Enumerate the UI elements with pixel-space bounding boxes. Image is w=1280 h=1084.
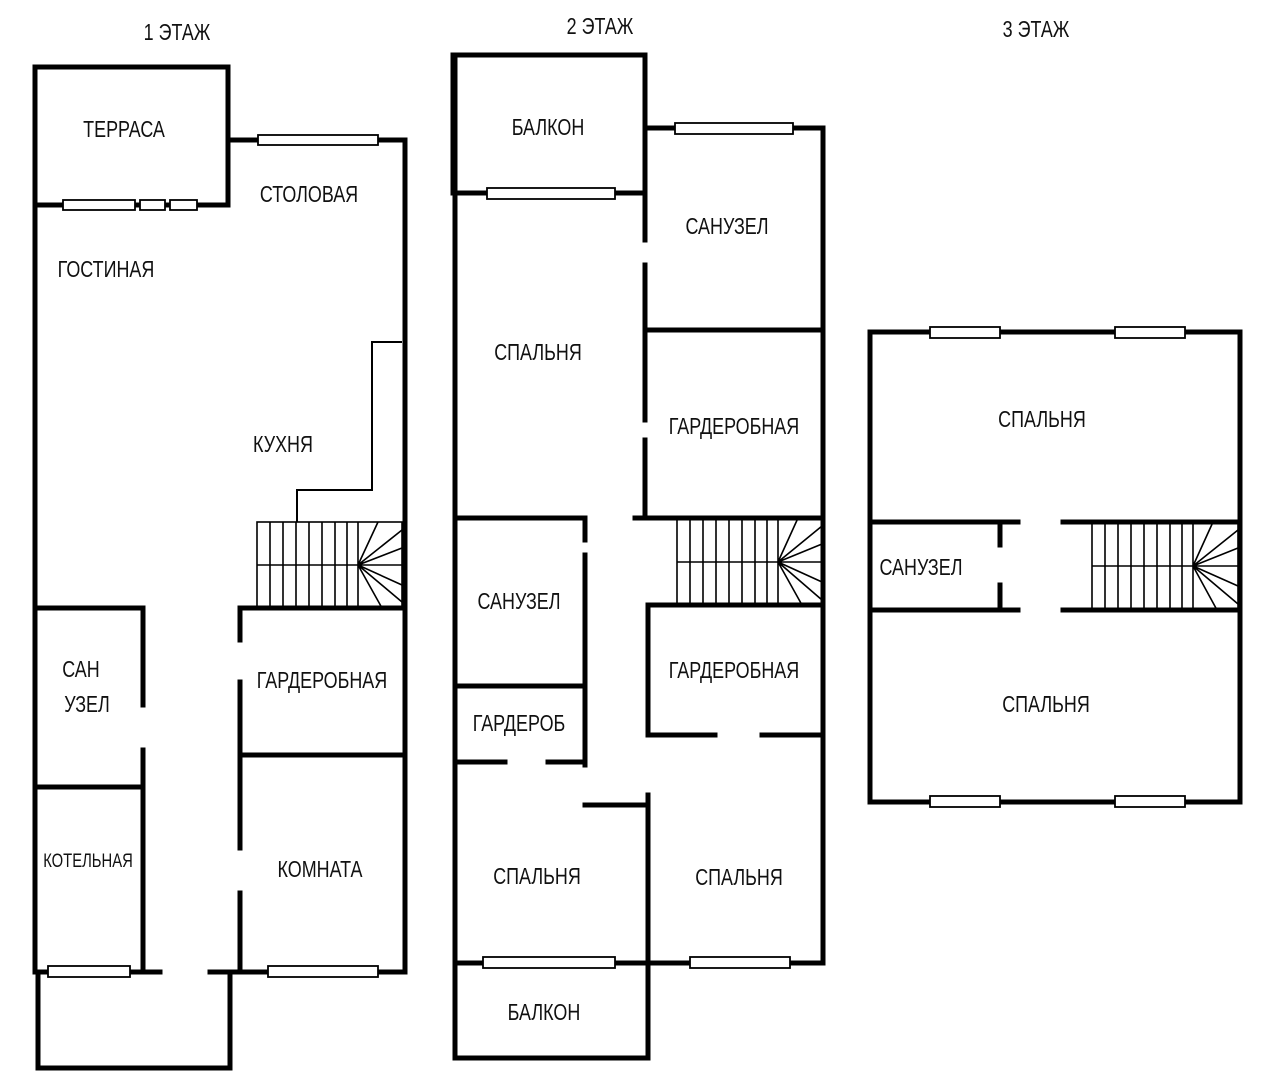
room-label: СПАЛЬНЯ — [1002, 692, 1090, 718]
room-label: БАЛКОН — [508, 1000, 581, 1026]
window — [257, 134, 379, 146]
window — [929, 795, 1001, 808]
room-label: БАЛКОН — [512, 115, 585, 141]
room-label: САНУЗЕЛ — [880, 555, 963, 581]
room-label: СПАЛЬНЯ — [695, 865, 783, 891]
room-label: КОТЕЛЬНАЯ — [43, 850, 133, 871]
room-label: ТЕРРАСА — [83, 117, 165, 143]
room-label: ГАРДЕРОБ — [473, 711, 566, 737]
room-label: СПАЛЬНЯ — [494, 340, 582, 366]
room-label: УЗЕЛ — [64, 692, 110, 718]
floor-3: 3 ЭТАЖ СПАЛЬНЯ САНУЗЕЛ СПАЛЬНЯ — [867, 17, 1243, 808]
room-label: СПАЛЬНЯ — [493, 864, 581, 890]
staircase — [256, 521, 403, 609]
window — [486, 187, 616, 200]
window — [139, 199, 166, 211]
room-label: САН — [62, 657, 99, 683]
room-label: ГОСТИНАЯ — [58, 257, 155, 283]
window — [482, 956, 616, 969]
window — [169, 199, 198, 211]
window — [674, 122, 794, 135]
room-label: САНУЗЕЛ — [478, 589, 561, 615]
room-label: ГАРДЕРОБНАЯ — [669, 658, 799, 684]
window — [1114, 326, 1186, 339]
window — [689, 956, 791, 969]
room-label: СТОЛОВАЯ — [260, 182, 358, 208]
window — [1114, 795, 1186, 808]
staircase — [676, 517, 823, 606]
floor-3-title: 3 ЭТАЖ — [1003, 17, 1070, 43]
room-label: ГАРДЕРОБНАЯ — [669, 414, 799, 440]
room-label: КОМНАТА — [278, 857, 363, 883]
room-label: СПАЛЬНЯ — [998, 407, 1086, 433]
window — [47, 965, 131, 978]
floor-1-title: 1 ЭТАЖ — [144, 20, 211, 46]
room-label: ГАРДЕРОБНАЯ — [257, 668, 387, 694]
floor-2-title: 2 ЭТАЖ — [567, 14, 634, 40]
floor-1: 1 ЭТАЖ ТЕРРАСА СТОЛОВАЯ ГОСТИНАЯ КУХНЯ С… — [32, 20, 408, 1071]
floor-2: 2 ЭТАЖ БАЛКОН САНУЗЕЛ СПАЛЬНЯ ГАРДЕРОБНА… — [450, 14, 826, 1061]
room-label: САНУЗЕЛ — [686, 214, 769, 240]
room-label: КУХНЯ — [253, 432, 313, 458]
staircase — [1091, 521, 1239, 611]
window — [267, 965, 379, 978]
window — [929, 326, 1001, 339]
window — [62, 199, 136, 211]
